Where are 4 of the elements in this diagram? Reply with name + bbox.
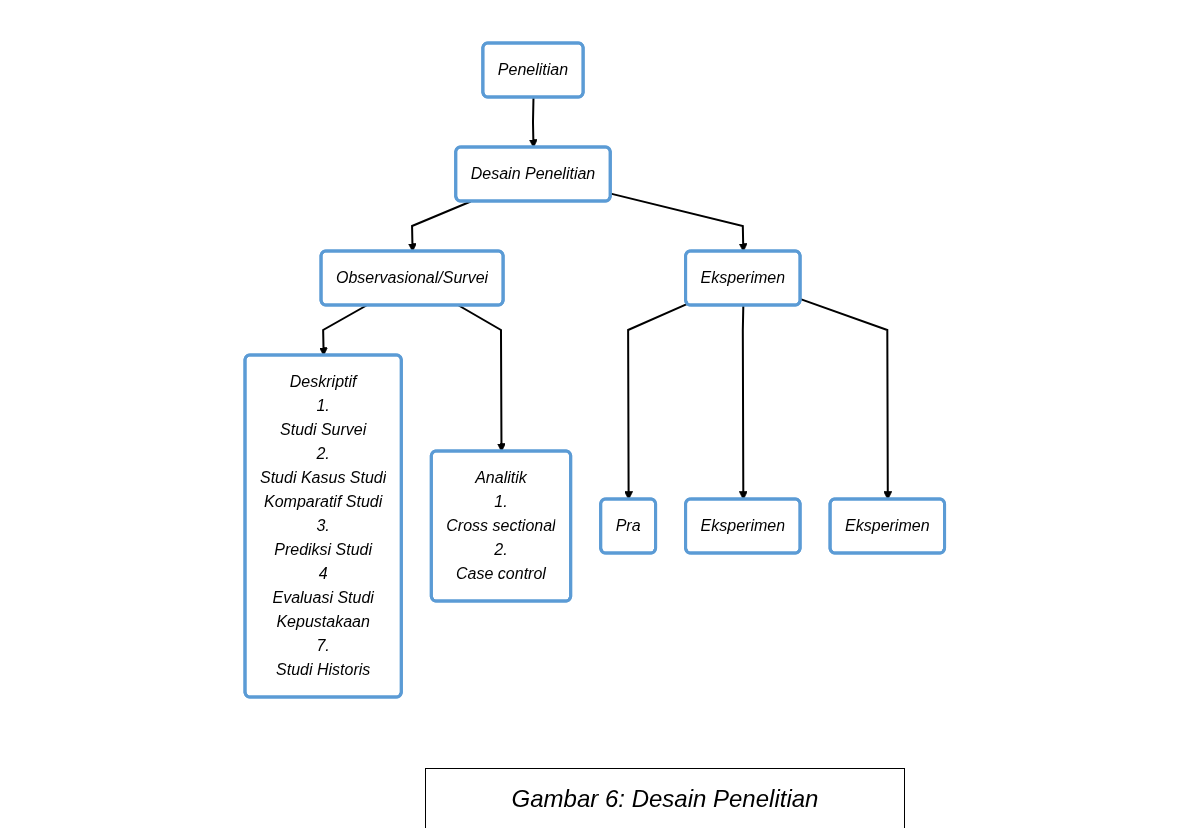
arrow xyxy=(623,302,689,500)
arrow xyxy=(799,298,892,500)
arrow xyxy=(609,192,748,252)
caption: Gambar 6: Desain Penelitian xyxy=(511,784,819,813)
